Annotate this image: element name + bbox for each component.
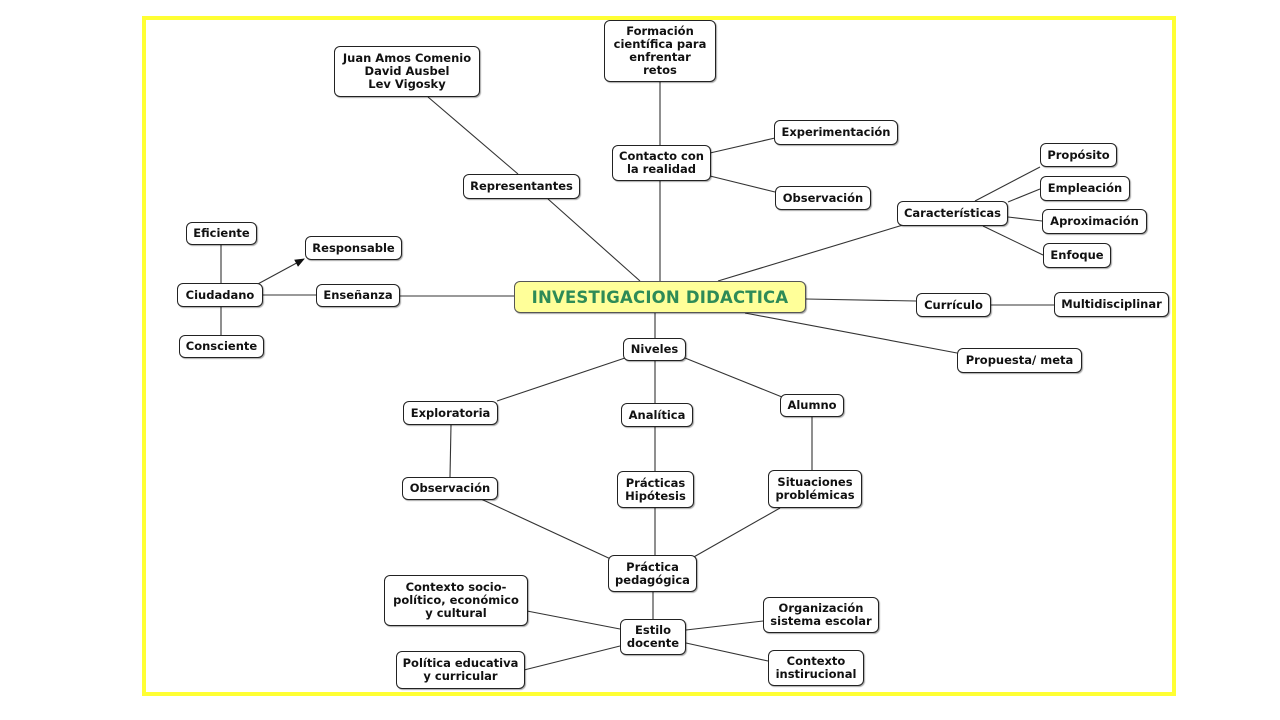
link-contacto-experimentacion — [709, 137, 776, 154]
link-caracteristicas-aproximacion — [1007, 216, 1043, 222]
node-responsable: Responsable — [305, 236, 402, 260]
node-practicas-hipotesis: Prácticas Hipótesis — [617, 471, 694, 508]
node-practica-pedagogica: Práctica pedagógica — [608, 555, 697, 592]
link-root-caracteristicas — [717, 224, 904, 282]
node-autores: Juan Amos Comenio David Ausbel Lev Vigos… — [334, 46, 480, 97]
link-estilo-contexto-inst — [685, 642, 769, 662]
node-exploratoria: Exploratoria — [403, 401, 498, 425]
link-root-curriculo — [805, 298, 917, 302]
node-situaciones-problemicas: Situaciones problémicas — [768, 470, 862, 508]
node-estilo-docente: Estilo docente — [620, 619, 686, 655]
link-caracteristicas-proposito — [974, 166, 1041, 202]
node-politica-educativa: Política educativa y curricular — [396, 651, 525, 689]
node-contacto-realidad: Contacto con la realidad — [612, 145, 711, 181]
link-caracteristicas-empleacion — [1007, 188, 1041, 203]
link-root-representantes — [547, 198, 641, 282]
root-node-investigacion-didactica: INVESTIGACION DIDACTICA — [514, 281, 806, 313]
node-empleacion: Empleación — [1040, 176, 1130, 201]
node-contexto-socio: Contexto socio- político, económico y cu… — [384, 575, 528, 626]
node-enfoque: Enfoque — [1043, 243, 1111, 268]
link-niveles-alumno — [684, 357, 783, 398]
node-ciudadano: Ciudadano — [177, 283, 263, 307]
link-ciudadano-responsable — [255, 258, 305, 286]
node-consciente: Consciente — [179, 335, 264, 358]
node-caracteristicas: Características — [897, 201, 1008, 226]
node-multidisciplinar: Multidisciplinar — [1054, 292, 1169, 317]
node-curriculo: Currículo — [916, 293, 991, 317]
link-estilo-contexto-socio — [526, 610, 621, 630]
node-observacion-top: Observación — [775, 186, 871, 210]
node-analitica: Analítica — [621, 403, 693, 427]
node-proposito: Propósito — [1040, 143, 1117, 167]
link-contacto-observacion — [709, 175, 776, 193]
node-representantes: Representantes — [463, 174, 580, 199]
node-formacion-cientifica: Formación científica para enfrentar reto… — [604, 20, 716, 82]
node-ensenanza: Enseñanza — [316, 284, 400, 307]
node-observacion-lower: Observación — [402, 477, 498, 500]
node-organizacion-sistema: Organización sistema escolar — [763, 597, 879, 633]
node-contexto-institucional: Contexto instirucional — [768, 650, 864, 686]
node-experimentacion: Experimentación — [774, 120, 898, 145]
link-estilo-organizacion — [685, 620, 764, 631]
link-root-propuesta — [744, 312, 958, 354]
diagram-frame — [142, 16, 1176, 696]
node-alumno: Alumno — [780, 394, 844, 417]
node-propuesta-meta: Propuesta/ meta — [957, 348, 1082, 373]
link-observacion-practica — [480, 498, 616, 562]
link-exploratoria-observacion — [449, 424, 452, 478]
node-aproximacion: Aproximación — [1042, 209, 1147, 234]
link-niveles-exploratoria — [496, 357, 626, 402]
link-situaciones-practica — [691, 507, 781, 559]
node-niveles: Niveles — [623, 338, 686, 361]
node-eficiente: Eficiente — [186, 222, 257, 245]
link-estilo-politica — [523, 645, 621, 671]
link-representantes-autores — [427, 96, 519, 175]
link-caracteristicas-enfoque — [982, 225, 1044, 256]
